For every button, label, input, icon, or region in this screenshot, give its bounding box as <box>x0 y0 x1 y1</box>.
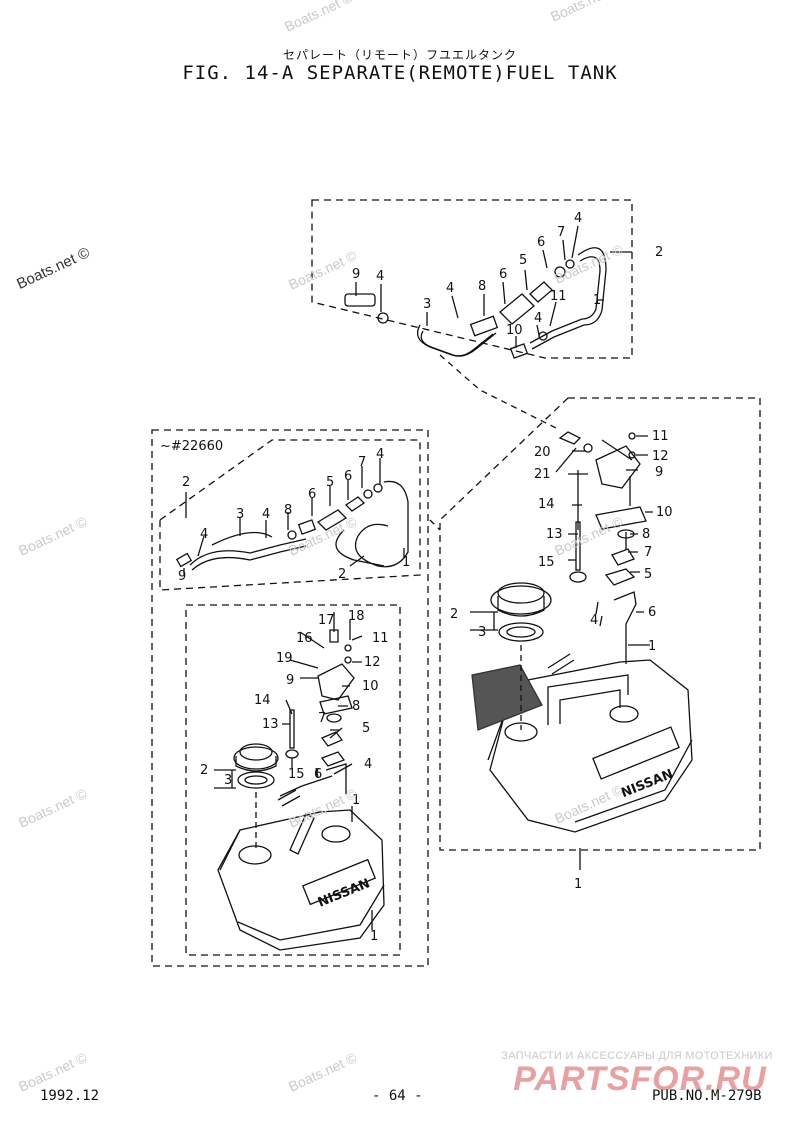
callout-6: 6 <box>537 235 545 250</box>
callout-2: 2 <box>200 763 208 778</box>
callout-17: 17 <box>318 613 335 628</box>
callout-1: 1 <box>370 929 378 944</box>
footer-date: 1992.12 <box>40 1088 100 1104</box>
callout-10: 10 <box>362 679 379 694</box>
callout-7: 7 <box>318 711 326 726</box>
callout-11: 11 <box>652 429 669 444</box>
callout-9: 9 <box>178 569 186 584</box>
inset-label: ~#22660 <box>160 439 223 454</box>
callout-13: 13 <box>546 527 563 542</box>
callout-6: 6 <box>314 767 322 782</box>
callout-6: 6 <box>499 267 507 282</box>
callout-4: 4 <box>574 211 582 226</box>
callout-4: 4 <box>590 613 598 628</box>
top-hose-assembly <box>344 247 607 359</box>
callout-4: 4 <box>376 269 384 284</box>
title-japanese: セパレート（リモート）フユエルタンク <box>282 48 517 62</box>
callout-3: 3 <box>224 773 232 788</box>
inset-box <box>151 429 429 967</box>
callout-8: 8 <box>478 279 486 294</box>
footer-pub: PUB.NO.M-279B <box>652 1088 762 1104</box>
callout-2: 2 <box>182 475 190 490</box>
callout-6: 6 <box>648 605 656 620</box>
callout-6: 6 <box>344 469 352 484</box>
callout-16: 16 <box>296 631 313 646</box>
callout-6: 6 <box>308 487 316 502</box>
callout-1: 1 <box>648 639 656 654</box>
callout-4: 4 <box>200 527 208 542</box>
callout-7: 7 <box>644 545 652 560</box>
callout-4: 4 <box>364 757 372 772</box>
callout-9: 9 <box>655 465 663 480</box>
callout-4: 4 <box>534 311 542 326</box>
callout-5: 5 <box>362 721 370 736</box>
callout-20: 20 <box>534 445 551 460</box>
top-hose-box <box>311 199 633 359</box>
callout-4: 4 <box>376 447 384 462</box>
callout-13: 13 <box>262 717 279 732</box>
callout-2: 2 <box>655 245 663 260</box>
callout-3: 3 <box>236 507 244 522</box>
callout-11: 11 <box>372 631 389 646</box>
brand-subtitle: ЗАПЧАСТИ И АКСЕССУАРЫ ДЛЯ МОТОТЕХНИКИ <box>501 1050 773 1062</box>
callout-2: 2 <box>338 567 346 582</box>
callout-8: 8 <box>352 699 360 714</box>
right-fuel-tank <box>471 431 693 870</box>
footer-page: - 64 - <box>372 1088 423 1104</box>
callout-3: 3 <box>423 297 431 312</box>
callout-4: 4 <box>446 281 454 296</box>
callout-9: 9 <box>286 673 294 688</box>
callout-2: 2 <box>450 607 458 622</box>
left-tank-logo: NISSAN <box>316 876 372 910</box>
callout-14: 14 <box>254 693 271 708</box>
inset-hose-assembly <box>175 480 409 571</box>
brand-logo: PARTSFOR.RU <box>513 1060 767 1098</box>
callout-10: 10 <box>506 323 523 338</box>
callout-4: 4 <box>262 507 270 522</box>
left-fuel-tank <box>217 629 385 951</box>
callout-1: 1 <box>352 793 360 808</box>
callout-14: 14 <box>538 497 555 512</box>
callout-9: 9 <box>352 267 360 282</box>
callout-12: 12 <box>364 655 381 670</box>
callout-21: 21 <box>534 467 551 482</box>
callout-1: 1 <box>593 293 601 308</box>
callout-7: 7 <box>557 225 565 240</box>
callout-15: 15 <box>538 555 555 570</box>
callout-7: 7 <box>358 455 366 470</box>
callout-5: 5 <box>326 475 334 490</box>
callout-5: 5 <box>519 253 527 268</box>
inset-tank-box <box>185 604 401 956</box>
callout-1: 1 <box>402 555 410 570</box>
figure-title: FIG. 14-A SEPARATE(REMOTE)FUEL TANK <box>182 62 618 84</box>
right-tank-box <box>439 397 761 851</box>
callout-10: 10 <box>656 505 673 520</box>
inset-hose-box <box>159 439 421 591</box>
callout-8: 8 <box>642 527 650 542</box>
callout-15: 15 <box>288 767 305 782</box>
callout-3: 3 <box>478 625 486 640</box>
callout-11: 11 <box>550 289 567 304</box>
callout-18: 18 <box>348 609 365 624</box>
callout-12: 12 <box>652 449 669 464</box>
callout-5: 5 <box>644 567 652 582</box>
callout-19: 19 <box>276 651 293 666</box>
callout-1: 1 <box>574 877 582 892</box>
callout-8: 8 <box>284 503 292 518</box>
